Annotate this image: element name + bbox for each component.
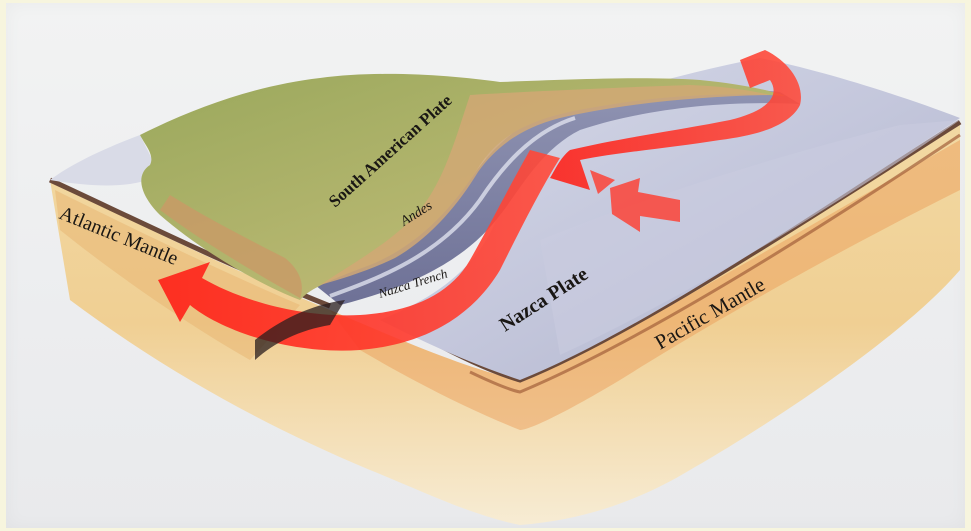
diagram-frame: South American Plate Andes Atlantic Mant…: [0, 0, 971, 531]
plate-tectonics-diagram: South American Plate Andes Atlantic Mant…: [0, 0, 971, 531]
